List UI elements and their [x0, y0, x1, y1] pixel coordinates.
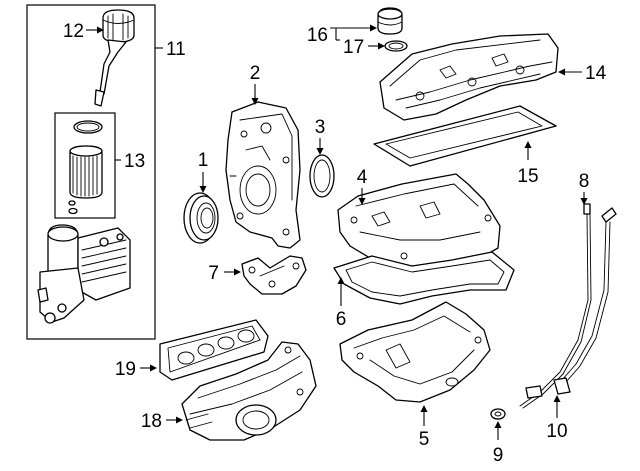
callout-15: 15 [517, 166, 538, 187]
callout-5: 5 [419, 429, 430, 450]
callout-3: 3 [315, 117, 326, 138]
timing-cover [225, 101, 301, 249]
callout-9: 9 [493, 445, 504, 466]
callout-19: 19 [115, 359, 136, 380]
intake-manifold-gasket [159, 319, 269, 381]
drain-plug-washer [490, 408, 506, 420]
oil-filter-group-frame [26, 4, 163, 340]
callout-17: 17 [343, 37, 364, 58]
callout-18: 18 [141, 411, 162, 432]
callout-11: 11 [166, 39, 186, 60]
callout-6: 6 [336, 309, 347, 330]
oil-dipstick [519, 203, 592, 409]
valve-cover-gasket [373, 105, 557, 167]
callout-4: 4 [357, 167, 368, 188]
dipstick-tube [525, 207, 617, 399]
oil-pan-gasket [333, 251, 515, 305]
lower-oil-pan [339, 301, 491, 403]
intake-manifold [181, 341, 317, 441]
timing-cover-seal [309, 154, 335, 198]
callout-14: 14 [585, 63, 607, 84]
upper-oil-pan [337, 173, 501, 267]
callout-2: 2 [250, 63, 261, 84]
valve-cover [379, 33, 559, 121]
callout-12: 12 [63, 21, 84, 42]
oil-filter-housing [37, 224, 131, 324]
callout-labels: 12 11 13 1 2 3 16 17 14 15 4 8 7 6 19 18… [63, 21, 607, 466]
engine-bracket [241, 255, 307, 295]
callout-10: 10 [546, 421, 567, 442]
callout-7: 7 [208, 263, 219, 284]
filter-element-subgroup-frame [54, 112, 116, 219]
crankshaft-seal [183, 192, 219, 244]
callout-1: 1 [198, 150, 209, 171]
oil-filter-element [68, 120, 103, 215]
callout-16: 16 [307, 25, 328, 46]
callout-13: 13 [124, 151, 145, 172]
oil-filler-cap-seal [384, 40, 408, 52]
oil-filler-cap [377, 7, 403, 35]
oil-filter-cap [94, 9, 135, 107]
callout-8: 8 [579, 171, 590, 192]
